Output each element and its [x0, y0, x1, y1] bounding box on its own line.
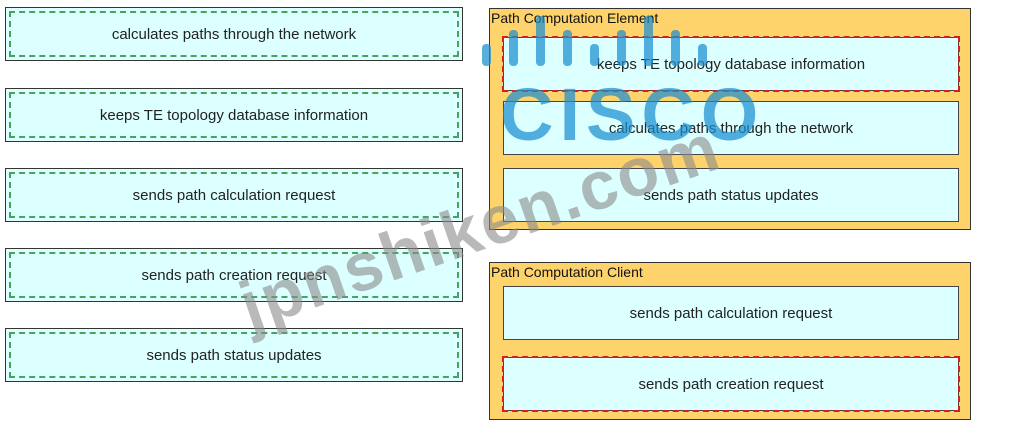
pcc-zone-title: Path Computation Client: [491, 264, 643, 280]
source-item-label: sends path status updates: [146, 346, 322, 364]
source-item-sends-path-calculation[interactable]: sends path calculation request: [5, 168, 463, 222]
source-item-label: sends path creation request: [141, 266, 327, 284]
source-item-label: calculates paths through the network: [111, 25, 357, 43]
pcc-slot-sends-path-calculation[interactable]: sends path calculation request: [503, 286, 959, 340]
source-item-sends-path-creation[interactable]: sends path creation request: [5, 248, 463, 302]
pce-slot-sends-path-status[interactable]: sends path status updates: [503, 168, 959, 222]
slot-label: sends path calculation request: [629, 304, 833, 322]
source-item-sends-path-status[interactable]: sends path status updates: [5, 328, 463, 382]
source-item-calculates-paths[interactable]: calculates paths through the network: [5, 7, 463, 61]
slot-label: calculates paths through the network: [608, 119, 854, 137]
pce-zone-title: Path Computation Element: [491, 10, 659, 26]
source-item-keeps-te-topology[interactable]: keeps TE topology database information: [5, 88, 463, 142]
pcc-drop-zone[interactable]: Path Computation Client sends path calcu…: [489, 262, 971, 420]
slot-label: sends path status updates: [643, 186, 819, 204]
pce-slot-calculates-paths[interactable]: calculates paths through the network: [503, 101, 959, 155]
slot-label: sends path creation request: [638, 375, 824, 393]
pce-slot-keeps-te-topology[interactable]: keeps TE topology database information: [502, 36, 960, 92]
slot-label: keeps TE topology database information: [596, 55, 866, 73]
source-item-label: keeps TE topology database information: [99, 106, 369, 124]
pcc-slot-sends-path-creation[interactable]: sends path creation request: [502, 356, 960, 412]
source-item-label: sends path calculation request: [132, 186, 336, 204]
pce-drop-zone[interactable]: Path Computation Element keeps TE topolo…: [489, 8, 971, 230]
